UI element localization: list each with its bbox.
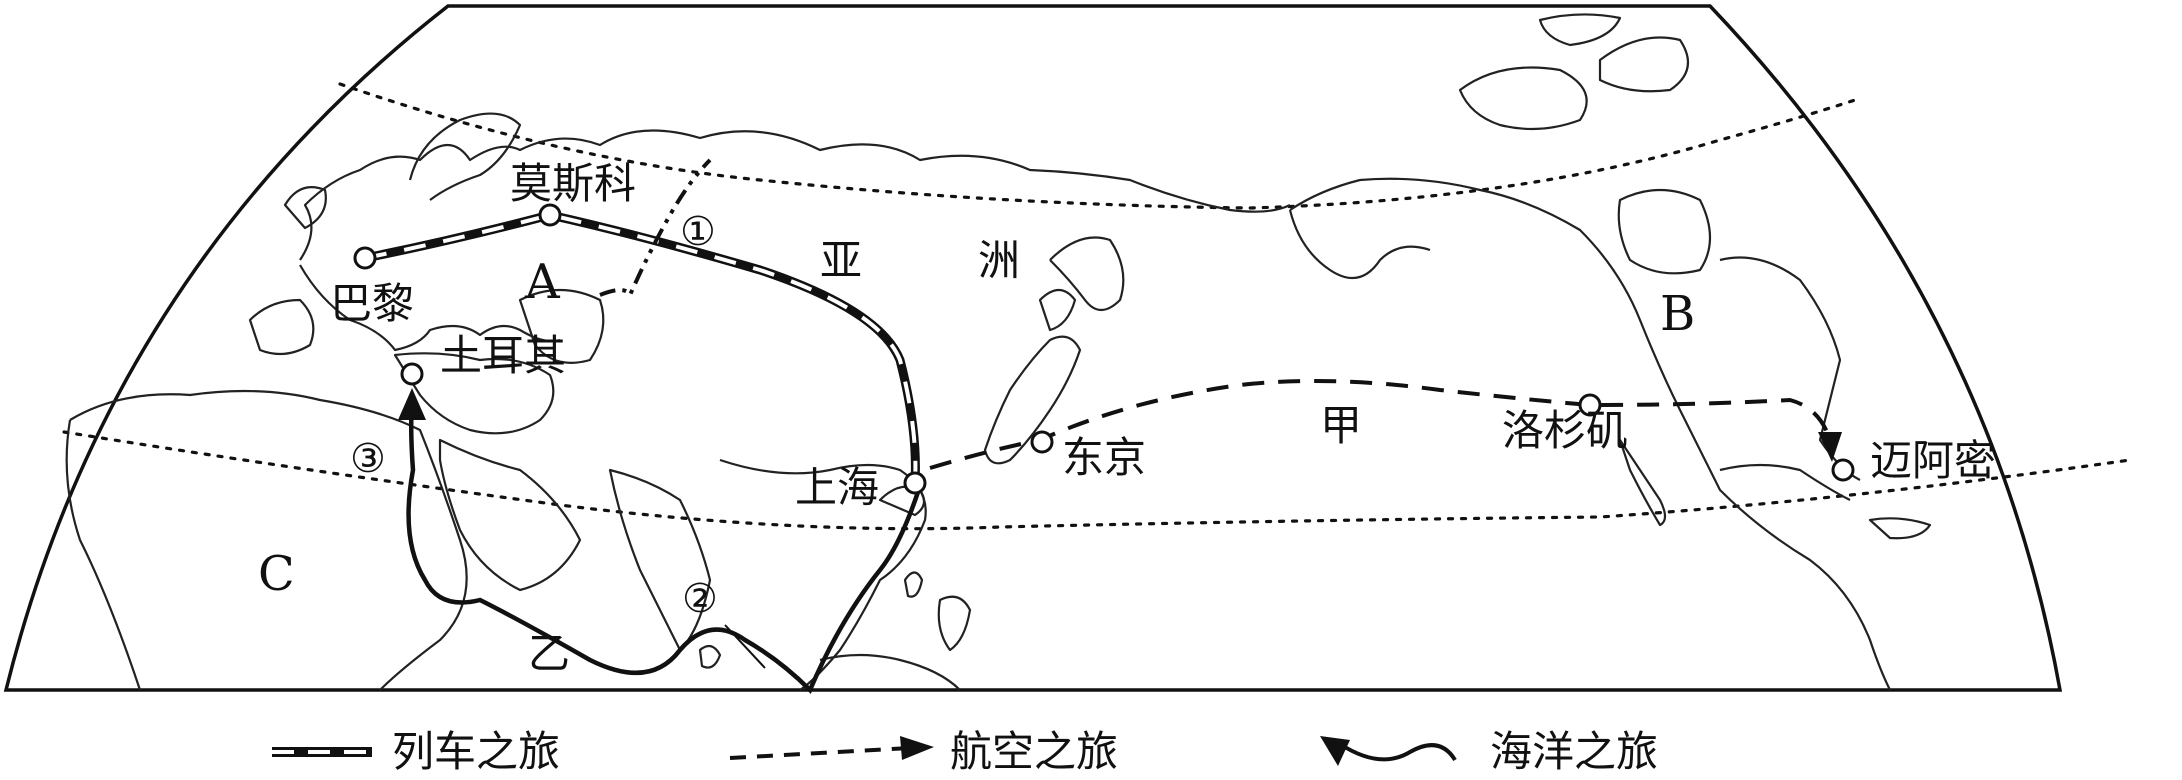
label-paris: 巴黎 [330,279,414,328]
label-turkey: 土耳其 [440,331,566,380]
city-tokyo-dot [1030,430,1054,454]
coastlines [65,13,1932,691]
label-tokyo: 东京 [1062,433,1146,482]
region-jia: 甲 [1320,401,1362,450]
marker-one: ① [680,209,716,255]
legend-air-label: 航空之旅 [950,727,1118,776]
region-c: C [258,546,295,602]
legend: 列车之旅 航空之旅 海洋之旅 [272,727,1658,776]
label-los-angeles: 洛杉矶 [1502,406,1628,455]
legend-sea-label: 海洋之旅 [1490,727,1658,776]
city-miami-dot [1831,458,1855,482]
region-asia-2: 洲 [978,236,1020,285]
train-route [360,210,920,488]
marker-two: ② [682,576,718,622]
legend-train-label: 列车之旅 [392,727,560,776]
label-moscow: 莫斯科 [510,159,636,208]
sea-route-arrowhead [398,388,426,420]
label-miami: 迈阿密 [1870,436,1996,485]
route-one-line [599,158,712,300]
legend-sea: 海洋之旅 [1320,727,1658,776]
air-route-arrowhead [1818,432,1842,462]
region-asia-1: 亚 [820,236,862,285]
city-shanghai-dot [903,471,927,495]
city-turkey-dot [400,362,424,386]
city-los-angeles-dot [1578,393,1602,417]
label-shanghai: 上海 [795,463,879,512]
region-a: A [524,254,561,310]
marker-three: ③ [350,436,386,482]
region-yi: 乙 [528,629,570,678]
arctic-circle-line [338,82,1857,210]
map-frame [3,4,2063,692]
sea-route [406,397,921,694]
city-moscow-dot [538,203,562,227]
legend-train: 列车之旅 [272,727,560,776]
marker-two-pointer [724,624,766,669]
legend-air: 航空之旅 [729,727,1118,776]
region-b: B [1660,286,1695,342]
tropic-line [62,430,2132,531]
city-paris-dot [353,246,377,270]
